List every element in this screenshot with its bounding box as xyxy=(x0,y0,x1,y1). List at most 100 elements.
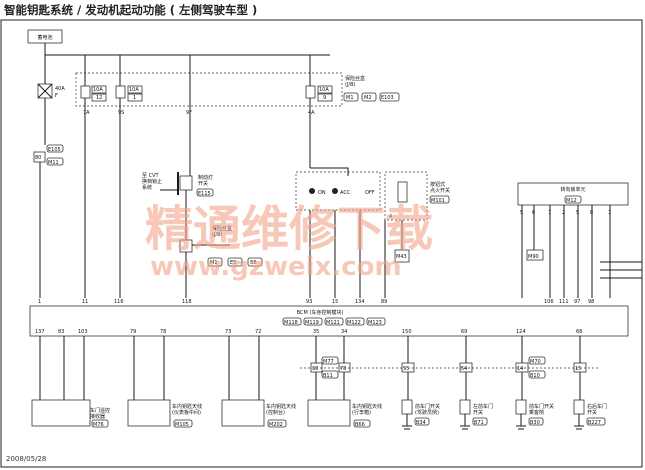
conn-tag: E103 xyxy=(381,95,394,101)
pin-label: 83 xyxy=(58,329,64,335)
fuse-12: 10A 12 xyxy=(80,55,107,102)
fuse-box2-label: 保险丝盒(J/B) xyxy=(212,225,232,238)
component-left-front-door-switch: 左前车门开关 B71 xyxy=(459,399,493,430)
pin-label: 93 xyxy=(306,299,312,305)
component-label: 车内钥匙天线(仪表板中间) xyxy=(172,403,202,416)
pin-label: 7 xyxy=(548,210,551,216)
pin-label: 35 xyxy=(313,329,319,335)
conn-tag: B11 xyxy=(323,373,333,379)
pin-label: 79 xyxy=(130,329,136,335)
pin-label: 118 xyxy=(182,299,192,305)
component-label: 前车门开关(驾驶员侧) xyxy=(415,403,440,416)
pin-label: 97 xyxy=(574,299,580,305)
conn-tag: M119 xyxy=(305,320,319,326)
component-antenna-dash: 车内钥匙天线(仪表板中间) M105 xyxy=(127,399,202,428)
conn-tag: B71 xyxy=(474,420,484,426)
component-remote-receiver: 车门遥控接收器 M76 xyxy=(31,399,110,428)
pin-label: 5 xyxy=(576,210,579,216)
conn-tag: M77 xyxy=(323,359,334,365)
pin-label: 55 xyxy=(403,366,409,372)
conn-tag: B30 xyxy=(530,420,540,426)
conn-tag: B66 xyxy=(355,422,365,428)
fuse-40a: 40A F xyxy=(37,83,65,99)
component-antenna-console: 车内钥匙天线(控制台) M202 xyxy=(221,399,296,428)
ignition-switch xyxy=(295,171,381,211)
pin-label: 78 xyxy=(160,329,166,335)
pin-label: 98 xyxy=(588,299,594,305)
fuse-id: 1 xyxy=(133,95,136,101)
pin-label: 150 xyxy=(402,329,412,335)
conn-tag: E115 xyxy=(198,191,211,197)
bcm-label: BCM (车身控制模块) xyxy=(297,309,344,316)
conn-tag: M12 xyxy=(566,198,577,204)
steering-label: 转向锁单元 xyxy=(560,186,585,193)
pin-label: 69 xyxy=(461,329,467,335)
page-title: 智能钥匙系统 / 发动机起动功能 ( 左侧驾驶车型 ) xyxy=(4,3,258,17)
pin-label: 124 xyxy=(516,329,526,335)
pin-label: 14 xyxy=(517,366,523,372)
date-stamp: 2008/05/28 xyxy=(6,455,47,463)
pin-label: 6 xyxy=(532,210,535,216)
conn-tag: B227 xyxy=(588,420,601,426)
pin-label: 73 xyxy=(225,329,231,335)
brake-switch xyxy=(179,175,193,191)
ign-pos: ON xyxy=(318,190,326,196)
component-front-door-switch-passenger: 前车门开关乘客侧 B30 xyxy=(515,399,554,430)
pin-label: 116 xyxy=(114,299,124,305)
pin-label: 5 xyxy=(520,210,523,216)
pin-label: 89 xyxy=(381,299,387,305)
pin-label: 4 xyxy=(389,214,392,220)
fuse-box-connectors: M1 M2 E103 xyxy=(343,92,400,102)
conn-tag: M43 xyxy=(396,254,407,260)
watermark-text: 精通维修下载 xyxy=(145,201,433,257)
component-label: 右后车门开关 xyxy=(587,403,607,416)
component-label: 左前车门开关 xyxy=(473,403,493,416)
conn-tag: M118 xyxy=(284,320,298,326)
ground-m43 xyxy=(394,249,410,263)
pin-label: 30 xyxy=(312,366,318,372)
conn-tag: B34 xyxy=(416,420,426,426)
pin-label: 34 xyxy=(341,329,347,335)
pin-label: 68 xyxy=(576,329,582,335)
conn-tag: M76 xyxy=(93,422,104,428)
pin-label: 1 xyxy=(608,210,611,216)
pin-label: 134 xyxy=(355,299,365,305)
battery-label: 蓄电池 xyxy=(37,34,52,41)
wire-tag: 4A xyxy=(308,110,315,116)
conn-tag: B10 xyxy=(530,373,540,379)
pin-label: 137 xyxy=(35,329,45,335)
pin-label: 15 xyxy=(575,366,581,372)
conn-tag: M2 xyxy=(364,95,372,101)
conn-tag: M11 xyxy=(48,160,59,166)
component-antenna-trunk: 车内钥匙天线(行李箱) B66 xyxy=(307,399,382,428)
fuse-id: F xyxy=(55,93,58,99)
conn-tag: M70 xyxy=(530,359,541,365)
component-label: 车门遥控接收器 xyxy=(90,407,110,420)
pin-label: 8 xyxy=(590,210,593,216)
conn-tag: M122 xyxy=(347,320,361,326)
bcm-top-pins: 1 11 116 118 93 15 134 89 106 111 97 98 xyxy=(38,299,594,305)
fuse-amp: 40A xyxy=(55,86,65,92)
pin-label: 54 xyxy=(461,366,467,372)
brake-switch-label: 制动灯开关 xyxy=(198,174,213,187)
pin-label: 103 xyxy=(78,329,88,335)
wire-tag: 7A xyxy=(83,110,90,116)
pin-label: 80 xyxy=(35,155,41,161)
push-label: 按钮式点火开关 xyxy=(430,181,450,194)
pin-label: 72 xyxy=(255,329,261,335)
steering-lock-unit xyxy=(517,182,629,206)
pin-label: 1 xyxy=(38,299,41,305)
conn-tag: M105 xyxy=(175,422,189,428)
wire-tag: 9F xyxy=(186,110,192,116)
conn-m11 xyxy=(46,157,64,166)
component-right-rear-door-switch: 右后车门开关 B227 xyxy=(573,399,607,430)
conn-tag: B6 xyxy=(250,260,257,266)
component-front-door-switch-driver: 前车门开关(驾驶员侧) B34 xyxy=(401,399,440,430)
fuse-id: 12 xyxy=(96,95,102,101)
ground-m90 xyxy=(526,249,544,261)
bcm-bottom-pins: 137 83 103 79 78 73 72 35 34 150 69 124 … xyxy=(35,329,582,335)
pin-label: 106 xyxy=(544,299,554,305)
